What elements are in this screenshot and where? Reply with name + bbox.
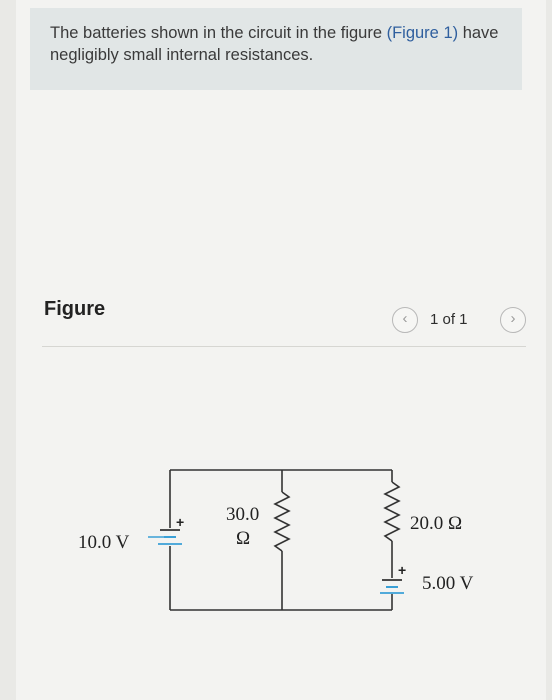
next-figure-button[interactable]: › [500, 307, 526, 333]
figure-pager: ‹ 1 of 1 › [392, 307, 532, 335]
battery-left-plus: + [176, 514, 185, 530]
problem-text: The batteries shown in the circuit in th… [50, 24, 387, 42]
figure-heading: Figure [44, 298, 106, 320]
figure-page-count: 1 of 1 [430, 311, 468, 328]
battery-left-voltage: 10.0 V [78, 532, 130, 553]
problem-statement: The batteries shown in the circuit in th… [50, 22, 510, 66]
previous-figure-button[interactable]: ‹ [392, 307, 418, 333]
divider [42, 346, 526, 347]
battery-right-voltage: 5.00 V [422, 573, 474, 594]
resistor-30-ohm [273, 491, 291, 552]
problem-text-end: have negligibly small internal resistanc… [50, 24, 499, 64]
resistor-middle-value: 30.0 [226, 504, 260, 525]
chevron-right-icon: › [510, 310, 516, 327]
chevron-left-icon: ‹ [402, 310, 408, 327]
resistor-right-value: 20.0 Ω [410, 513, 463, 534]
figure-link[interactable]: (Figure 1) [386, 24, 459, 42]
battery-right [380, 579, 404, 594]
page [16, 0, 546, 700]
resistor-middle-unit: Ω [236, 528, 251, 549]
battery-left [158, 529, 182, 545]
resistor-20-ohm [383, 481, 401, 542]
problem-statement-box: The batteries shown in the circuit in th… [30, 8, 522, 90]
battery-right-plus: + [398, 562, 407, 578]
